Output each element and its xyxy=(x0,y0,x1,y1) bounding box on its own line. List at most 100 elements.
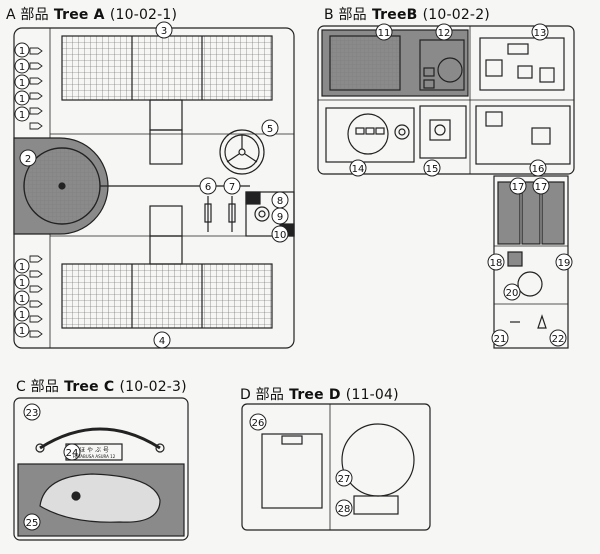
solar-panel-top xyxy=(61,35,273,165)
part-12-label: 12 xyxy=(438,28,451,39)
tree-a-prefix: A 部品 xyxy=(6,7,49,23)
part-marker-3: 3 xyxy=(155,21,173,39)
part-7-label: 7 xyxy=(229,182,235,193)
part-marker-1a: 1 xyxy=(14,42,30,58)
part-4-label: 4 xyxy=(159,336,165,347)
part-marker-17b: 17 xyxy=(532,177,550,195)
part-marker-26: 26 xyxy=(249,413,267,431)
part-marker-2: 2 xyxy=(19,149,37,167)
tree-c xyxy=(13,397,189,541)
part-marker-1h: 1 xyxy=(14,290,30,306)
part-15-label: 15 xyxy=(426,164,439,175)
part-1-label: 1 xyxy=(19,294,25,305)
tree-d-code: (11-04) xyxy=(345,387,399,403)
tree-c-prefix: C 部品 xyxy=(16,379,60,395)
part-marker-1c: 1 xyxy=(14,74,30,90)
part-marker-8: 8 xyxy=(271,191,289,209)
part-14 xyxy=(325,107,415,163)
part-28-label: 28 xyxy=(338,504,351,515)
part-marker-19: 19 xyxy=(555,253,573,271)
part-17-label: 17 xyxy=(512,182,525,193)
part-marker-1f: 1 xyxy=(14,258,30,274)
part-marker-4: 4 xyxy=(153,331,171,349)
part-3-label: 3 xyxy=(161,26,167,37)
part-marker-16: 16 xyxy=(529,159,547,177)
small-parts-box xyxy=(245,191,295,237)
part-20-label: 20 xyxy=(506,288,519,299)
part-marker-1d: 1 xyxy=(14,90,30,106)
tree-d-prefix: D 部品 xyxy=(240,387,285,403)
part-marker-25: 25 xyxy=(23,513,41,531)
plate-part-28 xyxy=(353,495,399,515)
tree-b xyxy=(317,25,575,349)
part-16-label: 16 xyxy=(532,164,545,175)
part-1-label: 1 xyxy=(19,262,25,273)
tree-b-name: TreeB xyxy=(371,7,418,23)
part-21-label: 21 xyxy=(494,334,507,345)
tree-a-name: Tree A xyxy=(53,7,105,23)
part-10-label: 10 xyxy=(274,230,287,241)
part-marker-1i: 1 xyxy=(14,306,30,322)
body-panel-11 xyxy=(321,29,469,97)
part-marker-5: 5 xyxy=(261,119,279,137)
part-marker-21: 21 xyxy=(491,329,509,347)
part-1-label: 1 xyxy=(19,110,25,121)
part-1-label: 1 xyxy=(19,62,25,73)
part-marker-20: 20 xyxy=(503,283,521,301)
part-18-block xyxy=(507,251,523,267)
part-24-label: 24 xyxy=(66,448,79,459)
solar-panel-bottom xyxy=(61,205,273,329)
tree-b-code: (10-02-2) xyxy=(422,7,490,23)
part-marker-10: 10 xyxy=(271,225,289,243)
part-marker-24: 24 xyxy=(63,443,81,461)
part-14-label: 14 xyxy=(352,164,365,175)
part-27-label: 27 xyxy=(338,474,351,485)
tree-b-prefix: B 部品 xyxy=(324,7,367,23)
strips-17 xyxy=(497,181,565,245)
part-marker-7: 7 xyxy=(223,177,241,195)
part-23-label: 23 xyxy=(26,408,39,419)
part-1-label: 1 xyxy=(19,310,25,321)
part-marker-6: 6 xyxy=(199,177,217,195)
tree-c-name: Tree C xyxy=(64,379,115,395)
part-marker-18: 18 xyxy=(487,253,505,271)
tree-c-code: (10-02-3) xyxy=(119,379,187,395)
part-marker-12: 12 xyxy=(435,23,453,41)
part-11-label: 11 xyxy=(378,28,391,39)
part-1-label: 1 xyxy=(19,326,25,337)
part-1-label: 1 xyxy=(19,278,25,289)
tree-d xyxy=(241,403,431,531)
part-5-label: 5 xyxy=(267,124,273,135)
rod-parts xyxy=(204,196,236,232)
part-8-label: 8 xyxy=(277,196,283,207)
part-15 xyxy=(419,105,467,159)
part-13 xyxy=(479,37,565,91)
part-marker-11: 11 xyxy=(375,23,393,41)
part-marker-15: 15 xyxy=(423,159,441,177)
part-marker-22: 22 xyxy=(549,329,567,347)
part-2-label: 2 xyxy=(25,154,31,165)
tree-a-gate-pins-top xyxy=(29,47,43,130)
name-plate-text-en: HAYABUSA ASURA 12 xyxy=(73,454,116,459)
part-marker-23: 23 xyxy=(23,403,41,421)
tree-c-frame xyxy=(13,397,189,541)
part-marker-9: 9 xyxy=(271,207,289,225)
tree-a-title: A 部品 Tree A (10-02-1) xyxy=(6,4,177,24)
tree-d-name: Tree D xyxy=(289,387,341,403)
part-1-label: 1 xyxy=(19,46,25,57)
part-18-label: 18 xyxy=(490,258,503,269)
part-1-label: 1 xyxy=(19,94,25,105)
part-marker-14: 14 xyxy=(349,159,367,177)
frame-part-26 xyxy=(261,433,323,509)
tree-d-frame xyxy=(241,403,431,531)
part-marker-1b: 1 xyxy=(14,58,30,74)
part-26-label: 26 xyxy=(252,418,265,429)
wheel-part xyxy=(219,129,265,175)
part-13-label: 13 xyxy=(534,28,547,39)
part-20-disc xyxy=(517,271,543,297)
part-22-label: 22 xyxy=(552,334,565,345)
part-9-label: 9 xyxy=(277,212,283,223)
arch-part-23 xyxy=(39,427,161,450)
